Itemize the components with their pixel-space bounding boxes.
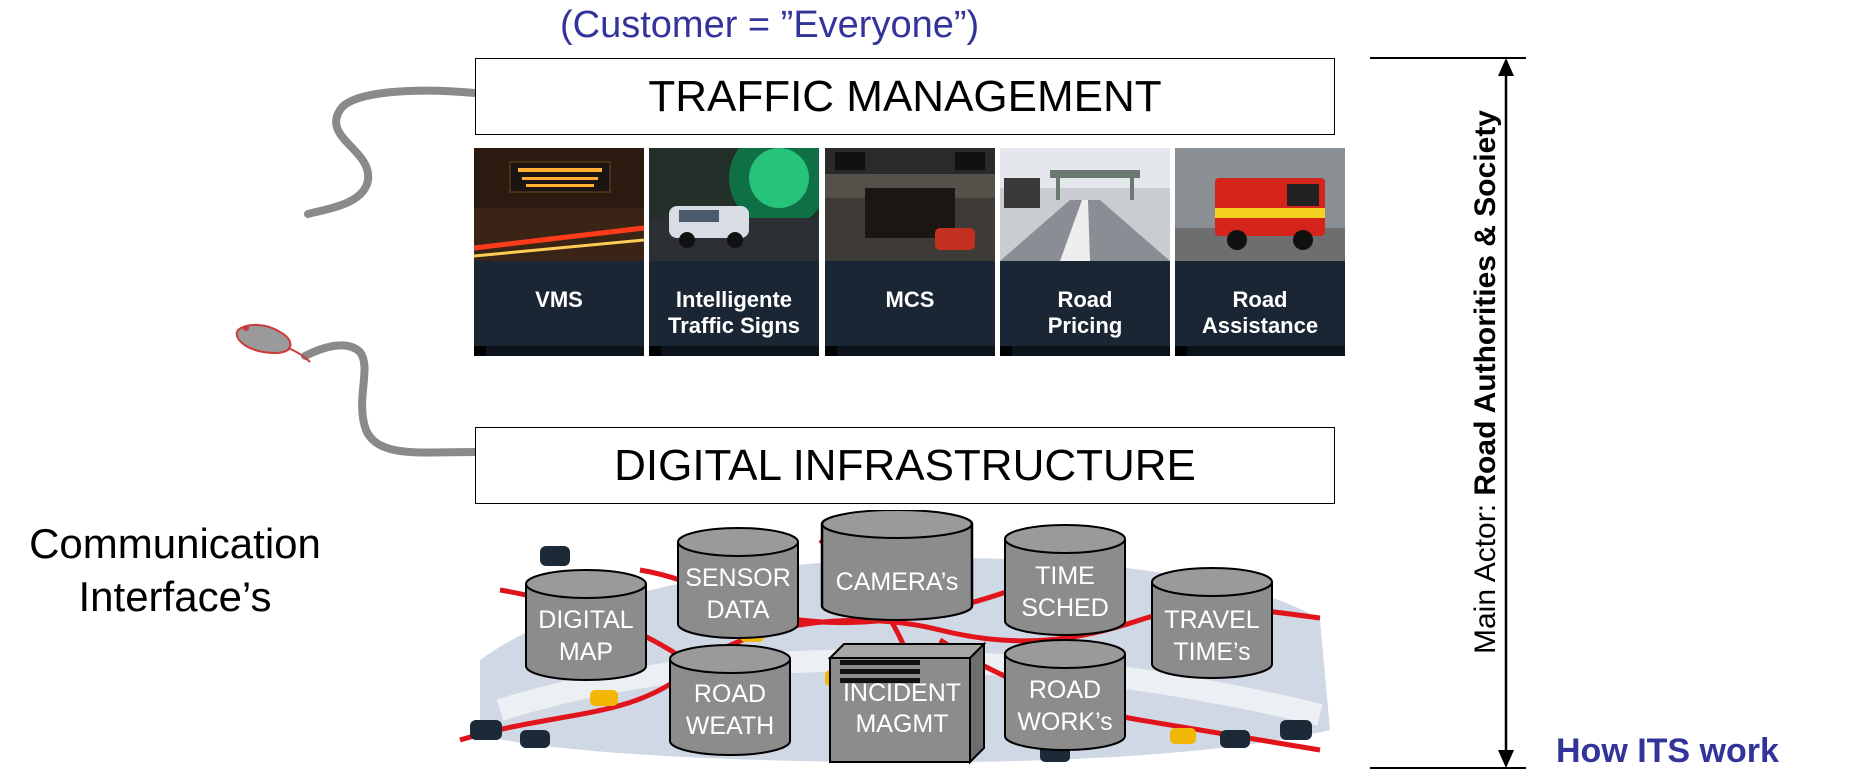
svg-text:SCHED: SCHED	[1021, 594, 1109, 622]
db-time-sched-label: TIME	[1035, 562, 1095, 590]
db-travel-times-label: TRAVEL	[1164, 606, 1259, 634]
db-incident-magmt-label: INCIDENT	[843, 679, 961, 707]
db-camera	[820, 510, 974, 622]
road-pricing-photo	[1000, 148, 1170, 261]
tm-connector-cable	[304, 86, 479, 218]
customer-note: (Customer = ”Everyone”)	[560, 4, 980, 46]
main-actor-label: Main Actor: Road Authorities & Society	[1469, 110, 1502, 655]
svg-text:MAP: MAP	[559, 638, 613, 666]
mouse-sketch	[235, 324, 311, 363]
tile-vms: VMS	[474, 148, 644, 356]
svg-text:MAGMT: MAGMT	[855, 710, 948, 738]
actor-scope-arrow	[1370, 57, 1526, 769]
vms-photo	[474, 148, 644, 261]
traffic-signs-photo	[649, 148, 819, 261]
road-assistance-photo	[1175, 148, 1345, 261]
db-camera-label: CAMERA’s	[836, 568, 959, 596]
svg-text:TIME’s: TIME’s	[1173, 638, 1250, 666]
database-cluster: SENSOR DATA CAMERA’s TIME SCHED DIGITAL …	[525, 510, 1273, 765]
db-sensor-data-label: SENSOR	[685, 564, 791, 592]
db-incident-magmt	[827, 641, 987, 765]
traffic-management-band: TRAFFIC MANAGEMENT	[475, 58, 1335, 135]
tile-mcs-label: MCS	[825, 261, 995, 356]
db-road-works-label: ROAD	[1029, 676, 1101, 704]
tile-vms-label: VMS	[474, 261, 644, 356]
db-digital-map-label: DIGITAL	[538, 606, 633, 634]
di-connector-cable	[301, 341, 479, 457]
how-its-work-caption: How ITS work	[1556, 732, 1779, 770]
svg-text:DATA: DATA	[707, 596, 770, 624]
tile-mcs: MCS	[825, 148, 995, 356]
mcs-photo	[825, 148, 995, 261]
svg-text:WEATH: WEATH	[686, 712, 774, 740]
db-road-weath-label: ROAD	[694, 680, 766, 708]
svg-text:WORK’s: WORK’s	[1017, 708, 1112, 736]
digital-infrastructure-band: DIGITAL INFRASTRUCTURE	[475, 427, 1335, 504]
